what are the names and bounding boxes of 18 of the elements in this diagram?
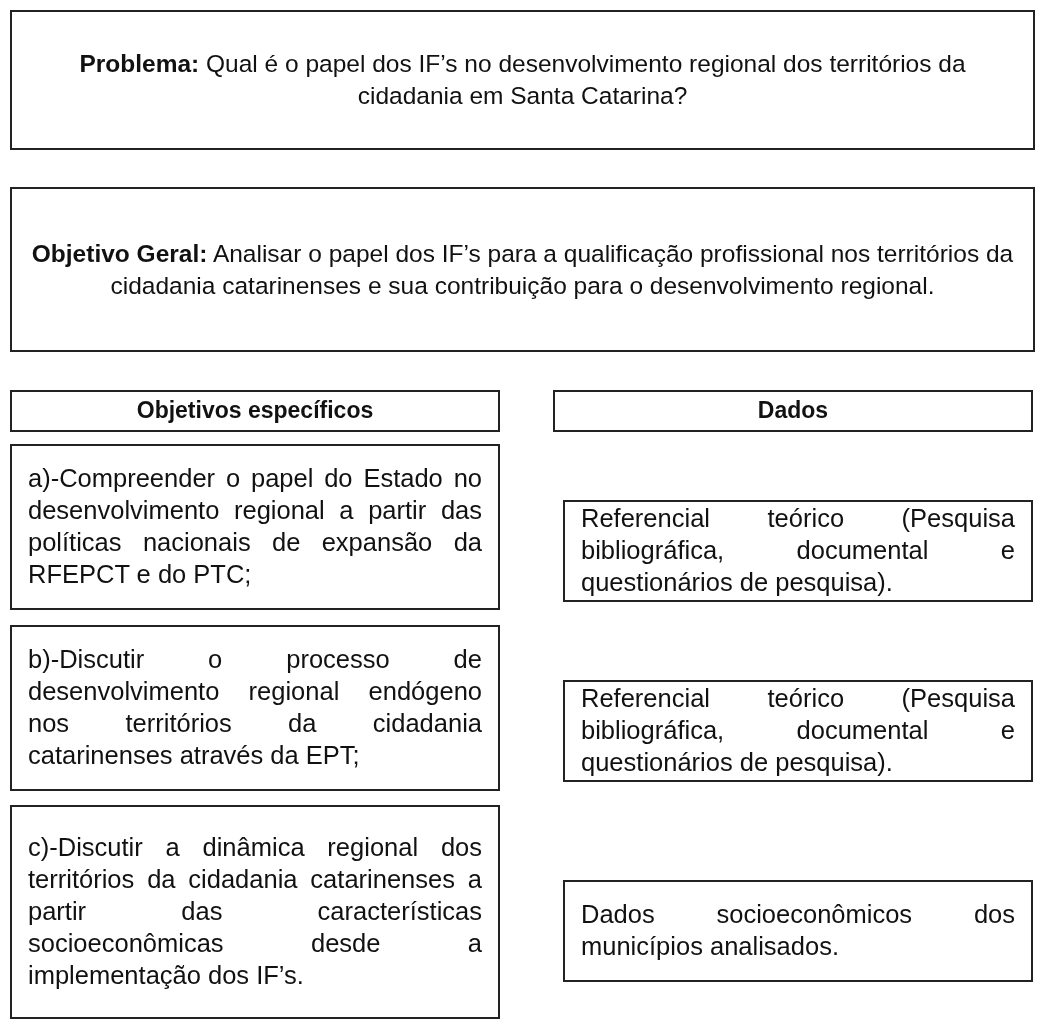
box-text: Problema: Qual é o papel dos IF’s no desenvolvimento regional dos territórios da cidadania em Santa Catarina? [78,49,967,111]
text-box [10,805,500,1019]
box-text: Objetivo Geral: Analisar o papel dos IF’s para a qualificação profissional nos territórios da cidadania catarinenses e sua contribuição para o desenvolvimento regional. [30,238,1015,301]
box-text: Referencial teórico (Pesquisa bibliográfica, documental e questionários de pesquisa). [581,503,1015,598]
box-text: b)-Discutir o processo de desenvolvimento regional endógeno nos territórios da cidadania catarinenses através da EPT; [28,644,482,771]
text-box [10,187,1035,352]
box-text: Dados socioeconômicos dos municípios analisados. [581,899,1015,962]
column-heading: Objetivos específicos [135,396,375,426]
box-text: a)-Compreender o papel do Estado no desenvolvimento regional a partir das políticas nacionais de expansão da RFEPCT e do PTC; [28,463,482,590]
column-heading: Dados [756,396,830,426]
text-box [10,625,500,791]
box-text: Referencial teórico (Pesquisa bibliográfica, documental e questionários de pesquisa). [581,683,1015,778]
text-box [563,880,1033,982]
text-box [10,10,1035,150]
text-box [10,444,500,610]
heading-box [10,390,500,432]
box-text: c)-Discutir a dinâmica regional dos territórios da cidadania catarinenses a partir das características socioeconômicas desde a implementação dos IF’s. [28,832,482,991]
heading-box [553,390,1033,432]
